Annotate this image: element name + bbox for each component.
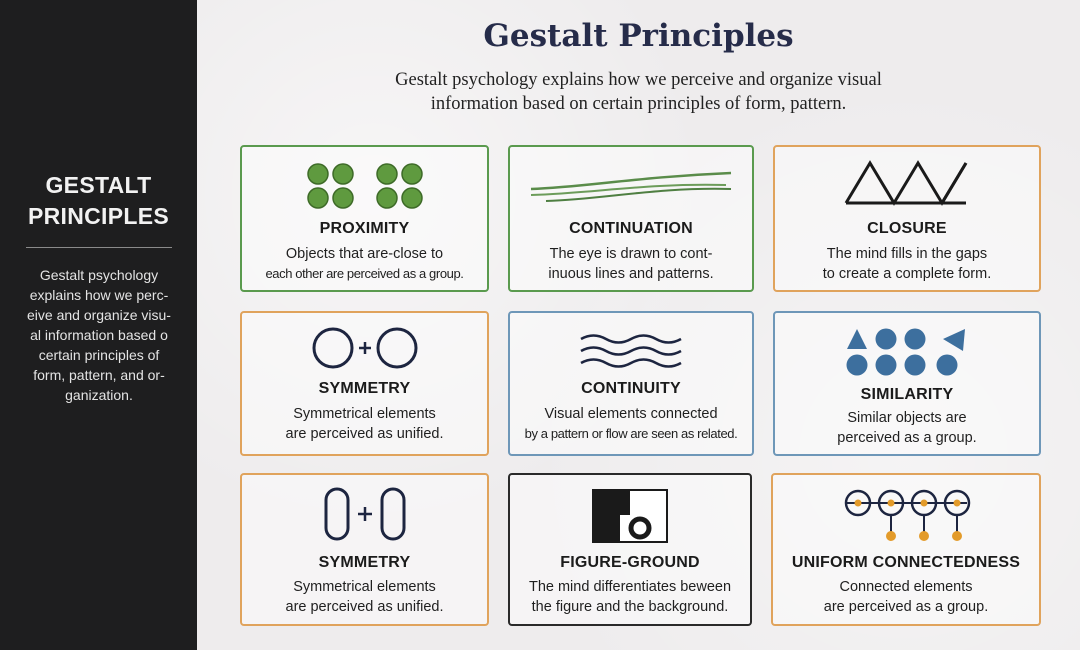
card-closure: CLOSURE The mind fills in the gaps to cr… bbox=[773, 145, 1041, 292]
sidebar: GESTALT PRINCIPLES Gestalt psychology ex… bbox=[0, 0, 197, 650]
card-description: Objects that are-close to each other are… bbox=[248, 244, 481, 284]
card-desc-line2: are perceived as a group. bbox=[823, 599, 989, 615]
card-description: Symmetrical elements are perceived as un… bbox=[248, 404, 481, 444]
card-title: SYMMETRY bbox=[318, 554, 411, 571]
card-title: CLOSURE bbox=[867, 220, 947, 237]
card-title: FIGURE-GROUND bbox=[560, 554, 700, 571]
figure-ground-icon bbox=[510, 487, 750, 545]
card-desc-line1: Symmetrical elements bbox=[293, 579, 436, 595]
symmetry-ovals-icon bbox=[242, 485, 487, 543]
connected-circles-icon bbox=[773, 487, 1039, 545]
sidebar-divider bbox=[26, 247, 172, 248]
card-desc-line1: The mind differentiates beween bbox=[528, 579, 732, 595]
card-desc-line2: by a pattern or flow are seen as related… bbox=[524, 426, 738, 441]
page-subtitle-line1: Gestalt psychology explains how we perce… bbox=[395, 70, 882, 90]
proximity-dots-icon bbox=[242, 161, 487, 211]
card-description: The mind differentiates beween the figur… bbox=[516, 577, 744, 617]
sidebar-title-line2: PRINCIPLES bbox=[27, 203, 170, 229]
similarity-shapes-icon bbox=[775, 325, 1039, 377]
continuation-lines-icon bbox=[510, 165, 752, 205]
card-desc-line2: are perceived as unified. bbox=[285, 599, 444, 615]
card-title: CONTINUITY bbox=[581, 380, 681, 397]
card-uniform-connectedness: UNIFORM CONNECTEDNESS Connected elements… bbox=[771, 473, 1041, 626]
page-subtitle: Gestalt psychology explains how we perce… bbox=[347, 68, 930, 116]
card-desc-line1: Objects that are-close to bbox=[285, 246, 444, 262]
card-proximity: PROXIMITY Objects that are-close to each… bbox=[240, 145, 489, 292]
sidebar-title-line1: GESTALT bbox=[45, 172, 152, 198]
continuity-waves-icon bbox=[510, 331, 752, 371]
sidebar-desc-line: Gestalt psychology bbox=[39, 267, 159, 283]
card-symmetry-2: SYMMETRY Symmetrical elements are percei… bbox=[240, 473, 489, 626]
card-title: PROXIMITY bbox=[319, 220, 410, 237]
sidebar-desc-line: ganization. bbox=[65, 387, 133, 403]
card-desc-line1: Similar objects are bbox=[847, 410, 967, 426]
card-description: The eye is drawn to cont- inuous lines a… bbox=[516, 244, 746, 284]
card-title: CONTINUATION bbox=[569, 220, 693, 237]
card-desc-line1: The mind fills in the gaps bbox=[826, 246, 988, 262]
card-continuity: CONTINUITY Visual elements connected by … bbox=[508, 311, 754, 456]
card-description: Connected elements are perceived as a gr… bbox=[779, 577, 1033, 617]
card-title: SYMMETRY bbox=[318, 380, 411, 397]
card-desc-line2: inuous lines and patterns. bbox=[548, 266, 714, 282]
card-title: UNIFORM CONNECTEDNESS bbox=[791, 554, 1021, 571]
card-similarity: SIMILARITY Similar objects are perceived… bbox=[773, 311, 1041, 456]
card-figure-ground: FIGURE-GROUND The mind differentiates be… bbox=[508, 473, 752, 626]
sidebar-desc-line: form, pattern, and or- bbox=[33, 367, 165, 383]
sidebar-title: GESTALT PRINCIPLES bbox=[0, 170, 197, 232]
symmetry-circles-icon bbox=[242, 325, 487, 371]
card-description: Visual elements connected by a pattern o… bbox=[516, 404, 746, 444]
sidebar-desc-line: al information based o bbox=[30, 327, 168, 343]
card-desc-line1: The eye is drawn to cont- bbox=[549, 246, 713, 262]
main-panel: Gestalt Principles Gestalt psychology ex… bbox=[197, 0, 1080, 650]
card-continuation: CONTINUATION The eye is drawn to cont- i… bbox=[508, 145, 754, 292]
card-desc-line2: the figure and the background. bbox=[531, 599, 729, 615]
card-desc-line1: Visual elements connected bbox=[544, 406, 718, 422]
sidebar-desc-line: certain principles of bbox=[38, 347, 160, 363]
page-title: Gestalt Principles bbox=[483, 18, 794, 54]
closure-triangles-icon bbox=[775, 157, 1039, 209]
card-desc-line2: each other are perceived as a group. bbox=[265, 266, 464, 281]
card-description: The mind fills in the gaps to create a c… bbox=[781, 244, 1033, 284]
sidebar-desc-line: eive and organize visu- bbox=[27, 307, 171, 323]
sidebar-description: Gestalt psychology explains how we perc-… bbox=[12, 265, 186, 405]
card-desc-line1: Connected elements bbox=[839, 579, 973, 595]
card-symmetry-1: SYMMETRY Symmetrical elements are percei… bbox=[240, 311, 489, 456]
sidebar-desc-line: explains how we perc- bbox=[29, 287, 169, 303]
page-subtitle-line2: information based on certain principles … bbox=[430, 94, 847, 114]
card-desc-line2: are perceived as unified. bbox=[285, 426, 444, 442]
card-description: Symmetrical elements are perceived as un… bbox=[248, 577, 481, 617]
card-title: SIMILARITY bbox=[860, 386, 954, 403]
card-description: Similar objects are perceived as a group… bbox=[781, 408, 1033, 448]
card-desc-line2: to create a complete form. bbox=[822, 266, 992, 282]
card-desc-line1: Symmetrical elements bbox=[293, 406, 436, 422]
card-desc-line2: perceived as a group. bbox=[837, 430, 977, 446]
